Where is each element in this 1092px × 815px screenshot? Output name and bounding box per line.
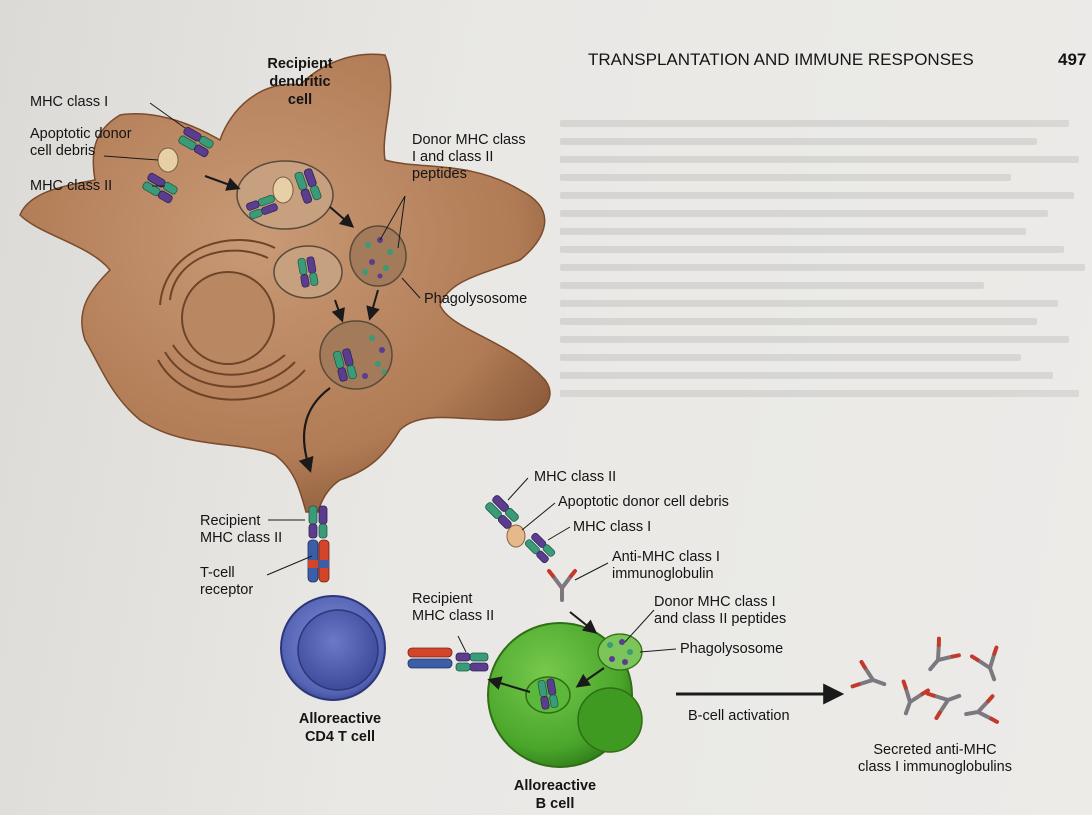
- label-recipient-dc-2: dendritic: [269, 74, 330, 90]
- label-mhc-class-ii-top: MHC class II: [30, 178, 112, 194]
- arrow-b-loading: [575, 667, 605, 688]
- label-recipient-mhc-ii-b-2: MHC class II: [412, 608, 494, 624]
- tcr-mhc-ii-synapse: [407, 647, 489, 672]
- phagolysosome-top: [349, 225, 407, 287]
- t-cell-nucleus: [297, 609, 379, 691]
- label-alloreactive-b-2: B cell: [536, 796, 575, 812]
- apoptotic-debris: [157, 147, 179, 173]
- label-phagolysosome-b: Phagolysosome: [680, 641, 783, 657]
- label-secreted-1: Secreted anti-MHC: [873, 742, 996, 758]
- label-alloreactive-t-1: Alloreactive: [299, 711, 381, 727]
- label-mhc-class-i-b: MHC class I: [573, 519, 651, 535]
- labels: Recipient dendritic cell MHC class I Apopt…: [30, 56, 1012, 812]
- label-recipient-mhc-ii-dc-2: MHC class II: [200, 530, 282, 546]
- dc-endosome: [236, 160, 334, 230]
- arrow-to-surface: [298, 387, 331, 473]
- label-donor-peptides-top-1: Donor MHC class: [412, 132, 526, 148]
- background-page-text: [560, 120, 1090, 680]
- label-recipient-mhc-ii-dc-1: Recipient: [200, 513, 260, 529]
- arrow-to-phagolysosome: [329, 206, 355, 228]
- arrow-mhc-to-loading: [331, 299, 345, 323]
- label-donor-peptides-top-3: peptides: [412, 166, 467, 182]
- anti-mhc-immunoglobulin: [547, 569, 577, 602]
- label-tcr-1: T-cell: [200, 565, 235, 581]
- label-phagolysosome-top: Phagolysosome: [424, 291, 527, 307]
- arrow-internalize: [204, 175, 241, 191]
- label-alloreactive-b-1: Alloreactive: [514, 778, 596, 794]
- mhc-class-ii-b: [483, 493, 521, 531]
- alloreactive-b-cell: [487, 622, 643, 768]
- dc-nucleus: [157, 239, 306, 401]
- leader-lines: [103, 102, 677, 653]
- label-mhc-class-i-top: MHC class I: [30, 94, 108, 110]
- label-donor-peptides-top-2: I and class II: [412, 149, 493, 165]
- page-number: 497: [1058, 50, 1086, 69]
- label-alloreactive-t-2: CD4 T cell: [305, 729, 375, 745]
- t-cell-receptor: [307, 539, 330, 583]
- label-anti-mhc-ig-1: Anti-MHC class I: [612, 549, 720, 565]
- label-secreted-2: class I immunoglobulins: [858, 759, 1012, 775]
- apoptotic-debris-b: [506, 524, 526, 548]
- secreted-immunoglobulins: [850, 636, 1009, 729]
- arrow-b-presentation: [487, 676, 531, 693]
- label-apoptotic-top-2: cell debris: [30, 143, 95, 159]
- label-tcr-2: receptor: [200, 582, 253, 598]
- phagolysosome-b: [597, 633, 643, 671]
- label-donor-peptides-b-1: Donor MHC class I: [654, 594, 776, 610]
- dc-endosome-mhc: [273, 245, 343, 299]
- arrow-peptide-to-loading: [366, 289, 380, 321]
- label-apoptotic-top-1: Apoptotic donor: [30, 126, 132, 142]
- label-anti-mhc-ig-2: immunoglobulin: [612, 566, 714, 582]
- label-recipient-dc-3: cell: [288, 92, 312, 108]
- label-bcell-activation: B-cell activation: [688, 708, 790, 724]
- mhc-class-i-b: [523, 531, 557, 565]
- running-header: TRANSPLANTATION AND IMMUNE RESPONSES: [588, 50, 974, 69]
- label-mhc-class-ii-b: MHC class II: [534, 469, 616, 485]
- label-apoptotic-debris-b: Apoptotic donor cell debris: [558, 494, 729, 510]
- label-donor-peptides-b-2: and class II peptides: [654, 611, 786, 627]
- phagolysosome-mhc-loading: [319, 320, 393, 390]
- label-recipient-dc-1: Recipient: [267, 56, 332, 72]
- label-recipient-mhc-ii-b-1: Recipient: [412, 591, 472, 607]
- arrow-b-internalize: [569, 611, 598, 634]
